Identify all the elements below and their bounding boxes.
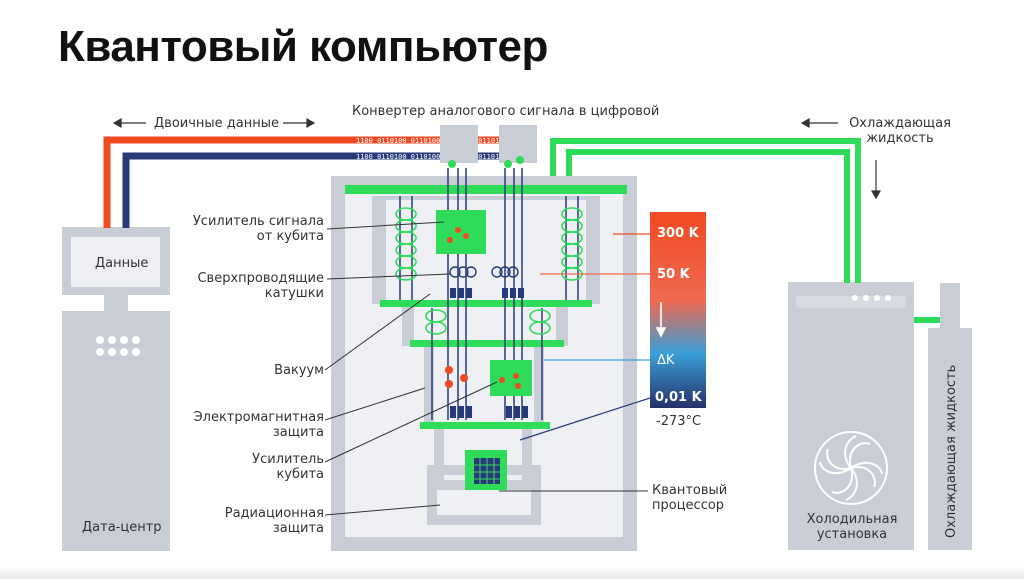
leader-lines — [324, 221, 648, 516]
binary-data-cables — [103, 136, 500, 228]
temp-300k: 300 K — [657, 226, 699, 241]
signal-amplifier — [436, 210, 486, 254]
red-components — [445, 366, 468, 388]
coil-rings — [449, 266, 519, 278]
coolant-side-label: Охлаждающая жидкость — [944, 364, 959, 538]
binary-arrow — [112, 117, 316, 129]
vacuum-label: Вакуум — [274, 363, 324, 378]
page-title: Квантовый компьютер — [58, 22, 548, 71]
superconducting-coils — [395, 207, 583, 335]
binary-data-label: Двоичные данные — [154, 116, 280, 131]
datacenter-computer — [62, 227, 170, 551]
data-label: Данные — [95, 256, 149, 271]
coolant-tank — [928, 283, 972, 550]
bottom-shadow — [0, 566, 1024, 579]
coolant-arrow — [800, 117, 882, 200]
coolant-pipes — [550, 138, 940, 323]
quantum-processor — [465, 450, 507, 490]
temp-absolute-zero: -273°C — [656, 414, 702, 429]
datacenter-label: Дата-центр — [82, 520, 162, 535]
converter-label: Конвертер аналогового сигнала в цифровой — [352, 104, 660, 119]
refrigeration-unit — [788, 282, 914, 550]
connector-blocks — [450, 288, 528, 418]
adc-converters — [440, 125, 537, 168]
temp-delta-k: ΔK — [657, 353, 675, 368]
qubit-amplifier — [490, 360, 532, 396]
fan-icon — [814, 431, 888, 505]
cooling-arrow-icon — [655, 302, 667, 338]
temp-001k: 0,01 K — [655, 390, 702, 405]
temp-50k: 50 K — [657, 267, 690, 282]
temperature-lines — [519, 233, 651, 441]
temperature-scale — [650, 212, 706, 408]
